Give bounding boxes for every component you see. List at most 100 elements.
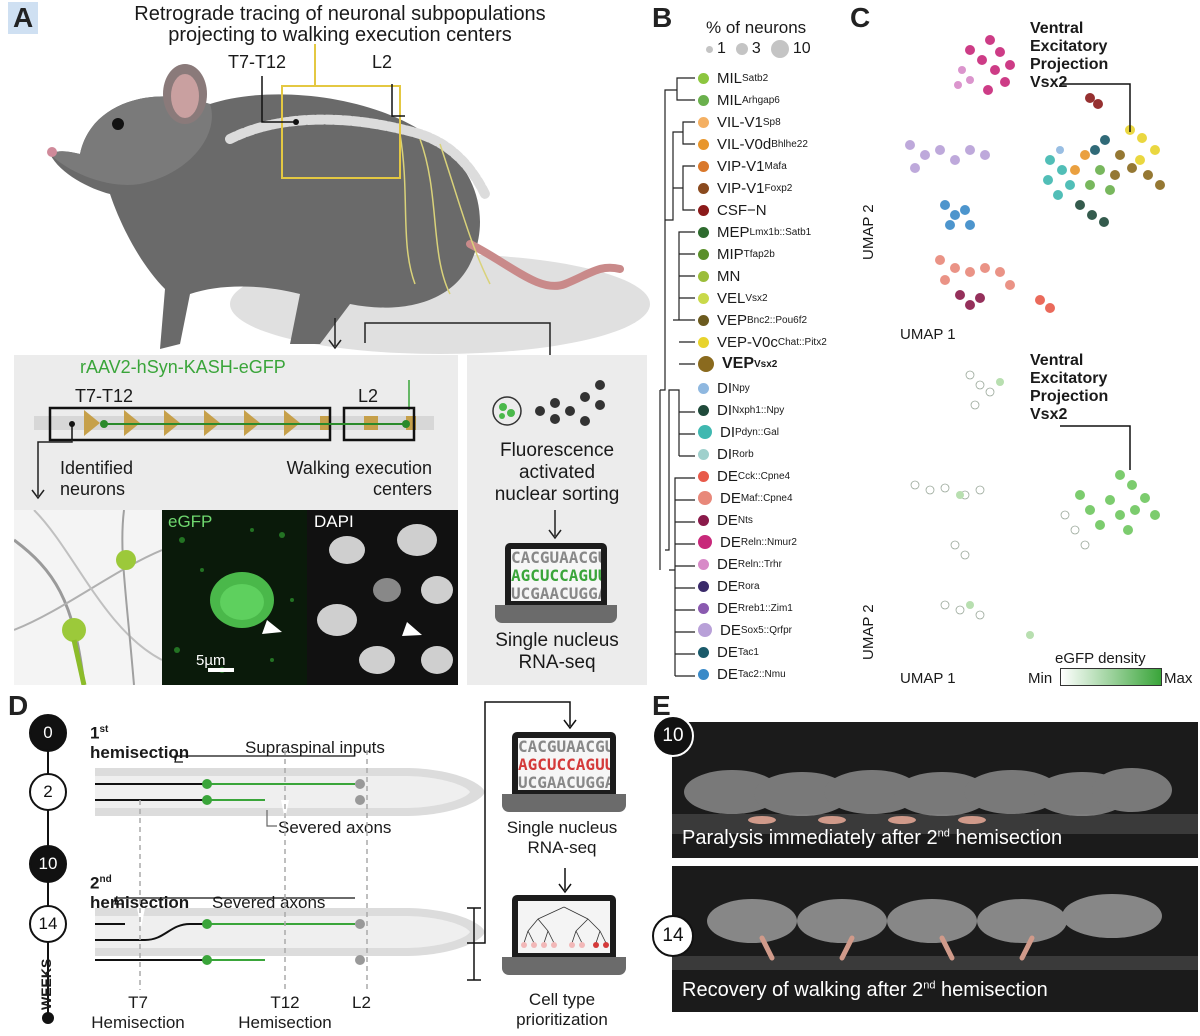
cell-type-base: VIP-V1 xyxy=(717,179,765,197)
week-10: 10 xyxy=(29,845,67,883)
spine-label-t7t12: T7-T12 xyxy=(75,386,134,406)
caption-recovery-sup: nd xyxy=(923,979,936,992)
cell-type-dot xyxy=(698,514,709,526)
caption-paralysis-sup: nd xyxy=(937,827,950,840)
cell-type-marker: Arhgap6 xyxy=(742,94,780,106)
cell-type-dot xyxy=(698,404,709,416)
facs-line1: Fluorescence xyxy=(499,440,615,461)
laptop-a-line3: UCGAACUGGA xyxy=(511,584,601,602)
cell-type-marker: Vsx2 xyxy=(745,292,768,304)
laptop-a: CACGUAACGU AGCUCCAGUU UCGAACUGGA xyxy=(495,543,617,623)
cell-type-base: MIP xyxy=(717,245,744,263)
laptop-a-line1: CACGUAACGU xyxy=(511,549,601,567)
mouse-label-l2: L2 xyxy=(372,52,393,72)
l2-label-d: L2 xyxy=(352,993,371,1012)
legend-size-10: 10 xyxy=(792,40,811,57)
paralysis-frames xyxy=(672,768,1198,834)
cell-type-base: VIL-V1 xyxy=(717,113,763,131)
panel-label-b: B xyxy=(652,2,673,33)
size-legend: 1 3 10 xyxy=(706,40,811,58)
cell-type-dot xyxy=(698,182,709,194)
cell-type-dot xyxy=(698,226,709,238)
density-colorbar xyxy=(1060,668,1162,686)
panel-label-c: C xyxy=(850,2,871,33)
cell-type-dot xyxy=(698,425,712,439)
identified-arrow xyxy=(31,440,73,500)
caption-recovery: Recovery of walking after 2nd hemisectio… xyxy=(682,979,1048,1002)
spine-diagram xyxy=(34,380,434,442)
cell-type-marker: Pdyn::Gal xyxy=(735,426,779,438)
umap-top-clusters xyxy=(905,35,1165,313)
panel-label-e: E xyxy=(652,690,671,721)
prior-line1: Cell type xyxy=(528,990,596,1009)
t12-label: T12 Hemisection xyxy=(235,993,335,1033)
cell-type-base: DE xyxy=(720,489,741,507)
cell-type-dot xyxy=(698,668,709,680)
cell-type-dot xyxy=(698,623,712,637)
cell-type-dot xyxy=(698,138,709,150)
spinal-cord-schematic xyxy=(95,750,485,990)
density-min: Min xyxy=(1028,670,1053,687)
egfp-label: eGFP xyxy=(168,512,213,531)
severed-label-1: Severed axons xyxy=(278,818,392,837)
video-paralysis: Paralysis immediately after 2nd hemisect… xyxy=(672,722,1198,858)
cell-type-marker: Vsx2 xyxy=(754,358,778,370)
panel-label-d: D xyxy=(8,690,29,721)
cell-type-6: CSF−N xyxy=(698,200,767,220)
mouse-label-t7t12: T7-T12 xyxy=(228,52,287,72)
cell-type-base: VEL xyxy=(717,289,746,307)
cell-type-dot xyxy=(698,336,709,348)
cell-type-base: MIL xyxy=(717,69,743,87)
cell-type-base: MN xyxy=(717,267,741,285)
cell-type-marker: Nxph1::Npy xyxy=(732,404,785,416)
cell-type-dot xyxy=(698,248,709,260)
timeline-end xyxy=(42,1012,54,1024)
scalebar-label: 5µm xyxy=(196,652,226,669)
legend-size-1: 1 xyxy=(717,40,726,57)
recovery-frames xyxy=(672,894,1198,970)
vep-top-line1: Ventral xyxy=(1030,20,1084,37)
seq-label-a: Single nucleus RNA-seq xyxy=(467,630,647,674)
legend-size-3: 3 xyxy=(751,40,761,57)
umap-bottom-grey xyxy=(910,370,1090,620)
vep-top-line4: Vsx2 xyxy=(1030,74,1068,91)
week-badge-10: 10 xyxy=(652,715,694,757)
cell-type-marker: Tac1 xyxy=(737,646,759,658)
cell-type-base: VIP-V1 xyxy=(717,157,765,175)
cell-type-marker: Nts xyxy=(737,514,753,526)
facs-line3: nuclear sorting xyxy=(494,484,620,505)
laptop-d-line1: CACGUAACGU xyxy=(518,738,610,756)
week-2: 2 xyxy=(29,773,67,811)
facs-icon xyxy=(492,380,605,426)
video-recovery: Recovery of walking after 2nd hemisectio… xyxy=(672,866,1198,1012)
panel-a-title-line2: projecting to walking execution centers xyxy=(168,24,512,46)
seq-label-d: Single nucleus RNA-seq xyxy=(482,818,642,858)
t7-line2: Hemisection xyxy=(91,1013,185,1032)
panel-a-title: Retrograde tracing of neuronal subpopula… xyxy=(60,4,620,46)
cell-type-base: DI xyxy=(720,423,735,441)
cell-type-dot xyxy=(698,558,709,570)
walking-centers-label: Walking execution centers xyxy=(262,458,432,500)
vep-bottom-line3: Projection xyxy=(1030,388,1109,405)
cell-type-dot xyxy=(698,204,709,216)
spine-label-l2: L2 xyxy=(358,386,379,406)
caption-paralysis-post: hemisection xyxy=(949,827,1063,849)
dapi-micrograph xyxy=(307,510,458,685)
cell-type-marker: Foxp2 xyxy=(764,182,793,194)
vep-bottom-line4: Vsx2 xyxy=(1030,406,1068,423)
seq-d-line2: RNA-seq xyxy=(527,838,597,857)
vep-label-top: Ventral Excitatory Projection Vsx2 xyxy=(1030,20,1108,92)
cell-type-marker: Satb2 xyxy=(742,72,769,84)
cell-type-marker: Sox5::Qrfpr xyxy=(740,624,792,636)
umap1-bottom: UMAP 1 xyxy=(900,670,956,687)
